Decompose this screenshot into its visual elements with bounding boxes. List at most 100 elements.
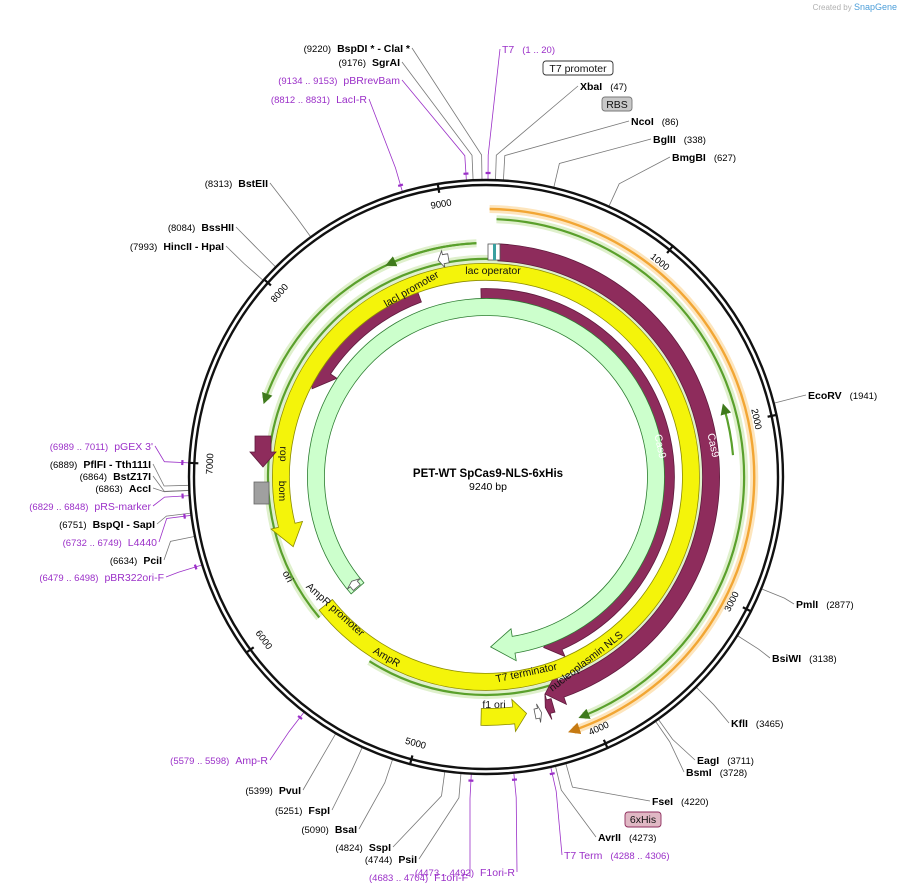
ampr-arrow <box>307 298 665 662</box>
green-arc-right-small <box>720 403 735 456</box>
site-avrii: AvrII(4273) <box>598 832 656 844</box>
tick-9000 <box>436 182 441 194</box>
ampr-promoter-arrow <box>346 578 361 591</box>
leader-bmgbi <box>608 156 671 207</box>
leader-bspqi-sapi <box>156 512 192 525</box>
site-bstz17i: (6864)BstZ17I <box>80 471 151 483</box>
leader-prs-marker <box>152 495 190 507</box>
primer-f1ori-f: (4683 .. 4704)F1ori-F <box>369 872 468 884</box>
leader-pgex-3 <box>154 445 190 464</box>
leader-pvui <box>302 733 337 791</box>
tick-label-8000: 8000 <box>269 282 291 305</box>
site-acci: (6863)AccI <box>95 483 151 495</box>
leader-bsmi <box>654 720 685 773</box>
leader-pbrrevbam <box>401 79 467 181</box>
tick-label-7000: 7000 <box>204 453 216 475</box>
site-bglii: BglII(338) <box>653 134 706 146</box>
leader-bsai <box>358 758 394 830</box>
6xhis-label: 6xHis <box>624 811 662 828</box>
feature-label-ori: ori <box>280 569 296 585</box>
ori-arrow <box>270 263 700 691</box>
primer-t7: T7(1 .. 20) <box>502 44 555 56</box>
leader-pbr322ori-f <box>165 564 203 578</box>
leader-f1ori-r <box>513 772 518 873</box>
primer-f1ori-r: (4473 .. 4492)F1ori-R <box>415 867 516 879</box>
t7-promoter-label: T7 promoter <box>542 60 614 76</box>
leader-eagi <box>657 718 696 761</box>
tick-4000 <box>602 739 609 750</box>
site-ecorv: EcoRV(1941) <box>808 390 877 402</box>
site-sspi: (4824)SspI <box>335 842 391 854</box>
primer-laci-r: (8812 .. 8831)LacI-R <box>271 94 367 106</box>
leader-sgrai <box>401 61 474 181</box>
site-bsteii: (8313)BstEII <box>205 178 268 190</box>
f1-ori-arrow <box>480 698 528 733</box>
leader-kfli <box>695 686 730 724</box>
leader-l4440 <box>158 514 192 543</box>
primer-mark-amp-r <box>297 715 303 720</box>
site-bmgbi: BmgBI(627) <box>672 152 736 164</box>
site-fsei: FseI(4220) <box>652 796 708 808</box>
leader-bglii <box>553 138 652 188</box>
leader-t7 <box>487 48 501 181</box>
leader-laci-r <box>368 98 403 193</box>
leader-xbai <box>495 85 579 181</box>
leader-bsiwi <box>736 635 771 659</box>
tick-1000 <box>666 244 675 254</box>
site-bsshii: (8084)BssHII <box>168 222 234 234</box>
svg-text:T7 promoter: T7 promoter <box>549 63 607 75</box>
site-sgrai: (9176)SgrAI <box>339 57 401 69</box>
leader-ecorv <box>773 394 807 404</box>
leader-bspdi-clai <box>411 47 483 181</box>
primer-l4440: (6732 .. 6749)L4440 <box>63 537 158 549</box>
site-bspqi-sapi: (6751)BspQI - SapI <box>59 519 155 531</box>
green-arc-left-top <box>385 242 477 267</box>
feature-label-rop: rop <box>277 446 289 461</box>
site-pcii: (6634)PciI <box>110 555 162 567</box>
nls-arrow <box>544 693 556 720</box>
leader-psii <box>418 772 462 860</box>
site-kfli: KflI(3465) <box>731 718 783 730</box>
leader-fspi <box>331 746 363 811</box>
backbone-outer <box>187 178 785 776</box>
t7-terminator-arrow <box>533 703 542 723</box>
primer-mark-t7-term <box>549 772 555 776</box>
site-fspi: (5251)FspI <box>275 805 330 817</box>
rop-arrow <box>249 435 277 468</box>
site-eagi: EagI(3711) <box>697 755 754 767</box>
leader-bsshii <box>235 226 277 268</box>
feature-label-f1-ori: f1 ori <box>482 699 505 711</box>
created-by-text: Created by <box>812 3 852 12</box>
leader-amp-r <box>269 711 305 761</box>
site-psii: (4744)PsiI <box>365 854 417 866</box>
leader-bsteii <box>269 182 312 238</box>
laci-promoter-arrow <box>437 249 450 269</box>
snapgene-logo-text: SnapGene <box>853 2 897 12</box>
leader-ncoi <box>503 120 630 181</box>
leader-pcii <box>163 536 196 561</box>
feature-label-cas9: Cas9 <box>652 433 669 460</box>
primer-t7-term: T7 Term(4288 .. 4306) <box>564 850 669 862</box>
leader-fsei <box>565 762 651 802</box>
site-bsmi: BsmI(3728) <box>686 767 747 779</box>
tick-2000 <box>767 413 778 418</box>
site-ncoi: NcoI(86) <box>631 116 679 128</box>
green-arc-right <box>496 218 746 719</box>
leader-pflfi-tth111i <box>152 463 190 487</box>
tick-5000 <box>408 755 414 766</box>
primer-pbrrevbam: (9134 .. 9153)pBRrevBam <box>278 75 400 87</box>
primer-pgex-3: (6989 .. 7011)pGEX 3' <box>50 441 153 453</box>
tick-3000 <box>742 606 753 613</box>
leader-pmli <box>761 588 795 605</box>
feature-label-lac-operator: lac operator <box>465 265 521 277</box>
leader-avrii <box>555 765 597 838</box>
site-xbai: XbaI(47) <box>580 81 627 93</box>
leader-sspi <box>392 771 446 848</box>
snapgene-brand: Created by SnapGene <box>813 2 897 12</box>
tick-label-9000: 9000 <box>430 198 453 212</box>
tick-8000 <box>262 277 272 287</box>
primer-prs-marker: (6829 .. 6848)pRS-marker <box>29 501 151 513</box>
feature-label-cas9: Cas9 <box>705 432 722 459</box>
